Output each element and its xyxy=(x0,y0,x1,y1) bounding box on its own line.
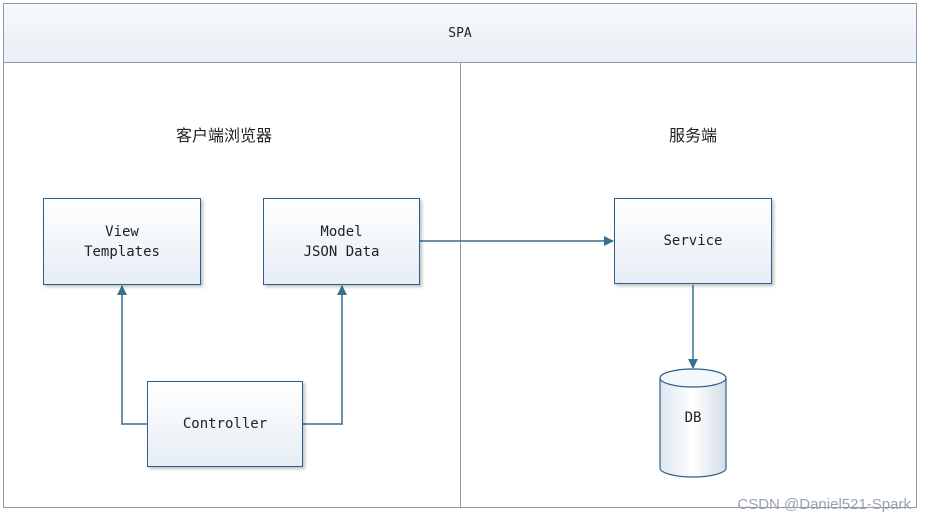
db-label: DB xyxy=(684,410,702,426)
service-box: Service xyxy=(614,198,772,284)
watermark-text: CSDN @Daniel521-Spark xyxy=(737,496,911,513)
model-json-data-box: Model JSON Data xyxy=(263,198,420,285)
controller-to-model-arrow xyxy=(303,285,347,425)
header-title: SPA xyxy=(448,25,472,41)
server-section-title: 服务端 xyxy=(668,126,718,145)
model-label-line2: JSON Data xyxy=(303,243,380,260)
controller-box: Controller xyxy=(147,381,303,467)
controller-to-view-arrow xyxy=(117,285,147,425)
controller-label: Controller xyxy=(182,416,268,432)
panel-divider xyxy=(460,63,461,508)
view-label-line2: Templates xyxy=(84,243,160,260)
model-label-line1: Model xyxy=(320,223,363,240)
view-label-line1: View xyxy=(105,223,139,240)
client-section-title: 客户端浏览器 xyxy=(175,126,273,145)
header-bar: SPA xyxy=(3,3,917,63)
db-cylinder xyxy=(659,368,727,478)
view-templates-box: View Templates xyxy=(43,198,201,285)
service-label: Service xyxy=(663,233,723,249)
